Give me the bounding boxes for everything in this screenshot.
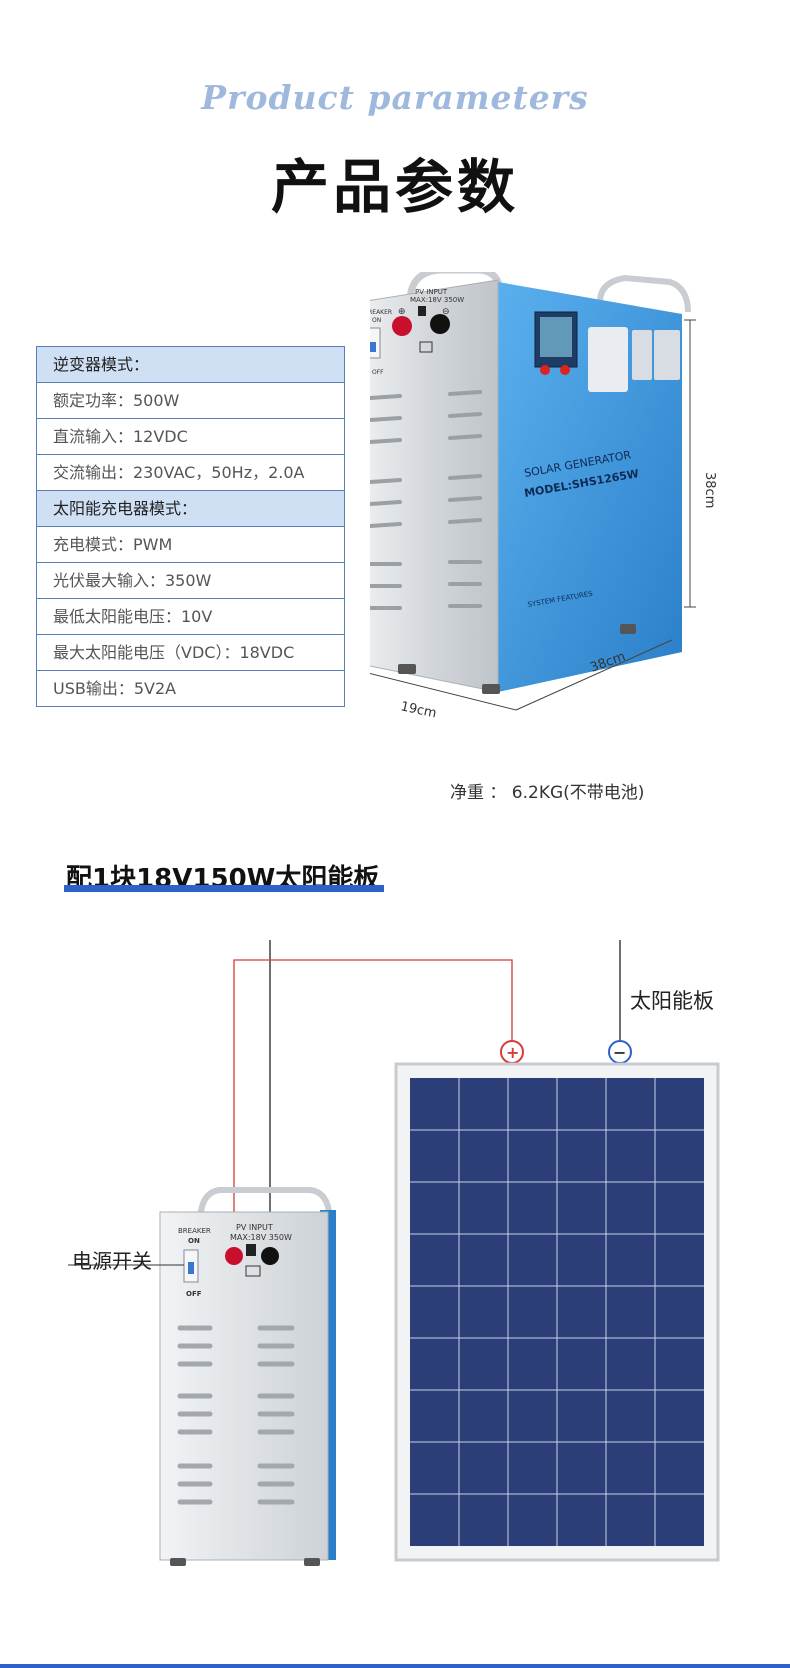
spec-section-header: 逆变器模式： [37, 347, 344, 383]
svg-text:OFF: OFF [372, 369, 384, 376]
vent-slots [370, 390, 482, 610]
svg-text:BREAKER: BREAKER [178, 1227, 211, 1235]
handle-back [597, 274, 691, 313]
spec-row: 交流输出：230VAC，50Hz，2.0A [37, 455, 344, 491]
solar-panel-label: 太阳能板 [630, 989, 714, 1013]
svg-text:⊖: ⊖ [442, 307, 450, 317]
device-side-panel [498, 282, 682, 692]
mode-button [560, 365, 570, 375]
device-handle [197, 1187, 333, 1225]
english-title: Product parameters [201, 78, 589, 117]
wiring-diagram: + − PV INPUT MAX:18V 350W BREAKER ON OFF [68, 940, 720, 1566]
solar-panel-grid [410, 1078, 704, 1546]
spec-row: 额定功率：500W [37, 383, 344, 419]
svg-text:BREAKER: BREAKER [370, 309, 392, 316]
spec-row: 直流输入：12VDC [37, 419, 344, 455]
power-switch-label: 电源开关 [72, 1249, 152, 1273]
device-vent-slots [177, 1325, 295, 1505]
svg-text:OFF: OFF [186, 1290, 202, 1298]
negative-wire [269, 940, 621, 1222]
device-front-panel [370, 279, 499, 693]
svg-text:PV INPUT: PV INPUT [236, 1223, 273, 1232]
chinese-title: 产品参数 [270, 153, 519, 221]
svg-text:38cm: 38cm [702, 472, 717, 508]
spec-row: 最低太阳能电压：10V [37, 599, 344, 635]
power-button [540, 365, 550, 375]
svg-text:+: + [506, 1043, 519, 1062]
svg-text:MAX:18V 350W: MAX:18V 350W [230, 1233, 292, 1242]
spec-row: 光伏最大输入：350W [37, 563, 344, 599]
net-weight: 净重 ： 6.2KG(不带电池) [450, 783, 645, 803]
heading-underline [64, 885, 384, 892]
solar-generator-illustration: SOLAR GENERATOR MODEL:SHS1265W SYSTEM FE… [370, 272, 717, 721]
svg-text:PV INPUT: PV INPUT [415, 288, 448, 296]
spec-row: 最大太阳能电压（VDC）：18VDC [37, 635, 344, 671]
positive-terminal [392, 316, 412, 336]
spec-section-header: 太阳能充电器模式： [37, 491, 344, 527]
positive-wire [233, 959, 513, 1222]
svg-text:⊕: ⊕ [398, 307, 406, 317]
spec-row: 充电模式：PWM [37, 527, 344, 563]
ac-switch [632, 330, 652, 380]
spec-row: USB输出：5V2A [37, 671, 344, 707]
svg-text:ON: ON [188, 1237, 200, 1245]
device-positive-terminal [225, 1247, 243, 1265]
svg-text:MAX:18V 350W: MAX:18V 350W [410, 296, 464, 304]
svg-text:−: − [613, 1043, 626, 1062]
svg-text:19cm: 19cm [399, 699, 438, 721]
negative-terminal [430, 314, 450, 334]
device-negative-terminal [261, 1247, 279, 1265]
usb-panel [588, 327, 628, 392]
bottom-accent-bar [0, 1664, 790, 1668]
svg-text:ON: ON [372, 317, 381, 324]
ac-socket [654, 330, 680, 380]
